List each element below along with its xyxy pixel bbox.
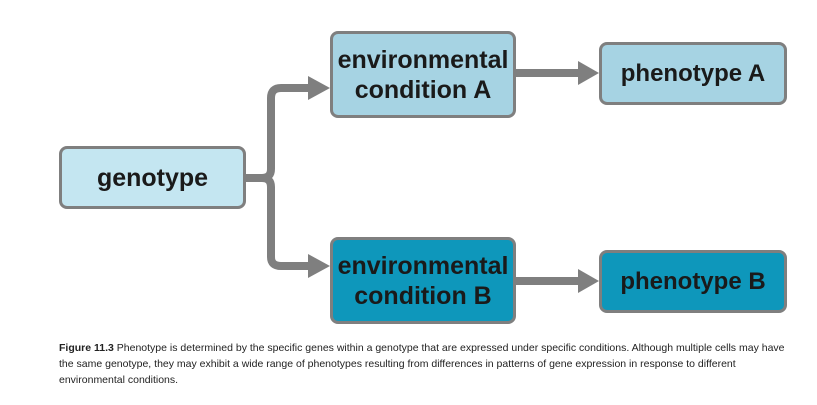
env-a-label-line2: condition A: [354, 75, 492, 104]
environmental-condition-b-node: environmental condition B: [330, 237, 516, 324]
env-b-label-line2: condition B: [354, 281, 492, 310]
figure-caption-label: Figure 11.3: [59, 342, 114, 354]
figure-caption-text: Phenotype is determined by the specific …: [59, 342, 785, 386]
figure-caption: Figure 11.3 Phenotype is determined by t…: [59, 340, 789, 388]
phenotype-b-label: phenotype B: [620, 267, 766, 295]
env-a-label-line1: environmental: [337, 45, 509, 74]
arrowhead-env-a: [308, 76, 330, 100]
arrowhead-phenotype-a: [578, 61, 599, 85]
phenotype-a-node: phenotype A: [599, 42, 787, 105]
connector-genotype-branch-lower: [261, 174, 312, 270]
env-b-label-line1: environmental: [337, 251, 509, 280]
arrowhead-env-b: [308, 254, 330, 278]
phenotype-a-label: phenotype A: [620, 59, 766, 87]
environmental-condition-a-node: environmental condition A: [330, 31, 516, 118]
arrowhead-phenotype-b: [578, 269, 599, 293]
phenotype-b-node: phenotype B: [599, 250, 787, 313]
genotype-node: genotype: [59, 146, 246, 209]
genotype-label: genotype: [96, 163, 209, 192]
connector-genotype-branch: [246, 84, 312, 182]
